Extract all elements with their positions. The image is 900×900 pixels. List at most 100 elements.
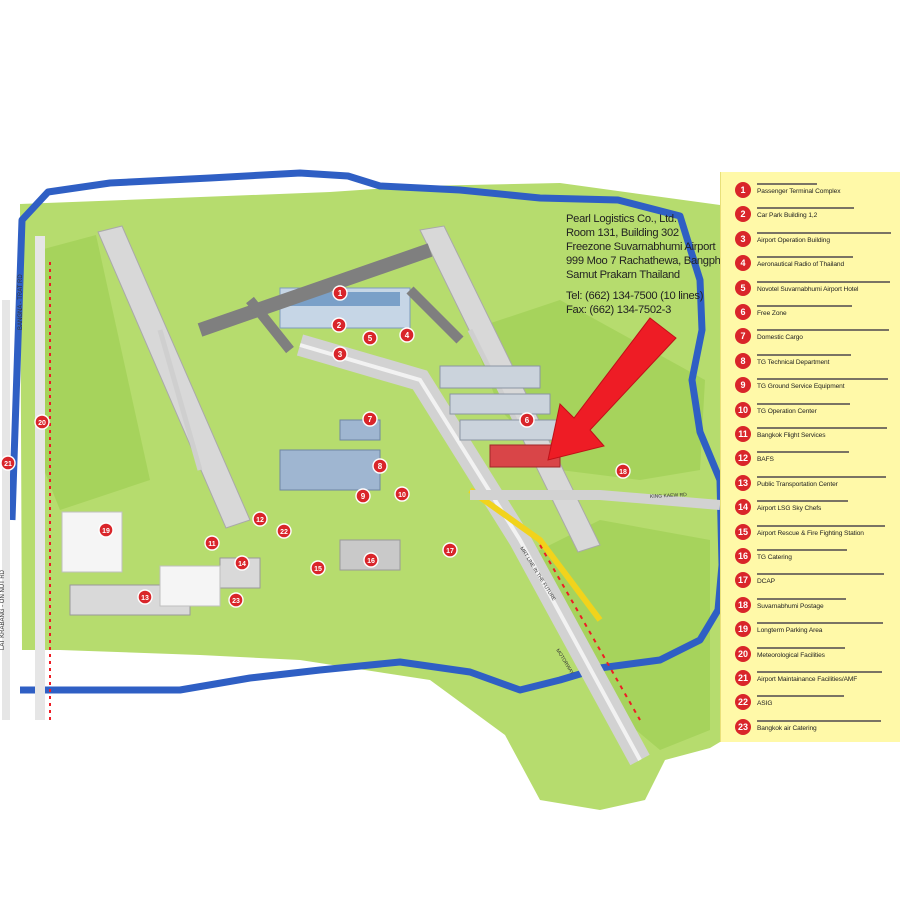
legend-english-label: Airport Operation Building [757, 236, 830, 244]
legend-number-badge: 10 [735, 401, 751, 418]
map-marker: 23 [228, 592, 244, 608]
map-marker-number: 7 [368, 415, 373, 424]
legend-number-badge: 15 [735, 523, 751, 540]
map-marker-circle [137, 589, 153, 605]
map-marker: 21 [0, 455, 16, 471]
map-marker: 14 [234, 555, 250, 571]
map-marker-circle [204, 535, 220, 551]
map-marker-circle [332, 346, 348, 362]
map-marker-number: 1 [338, 289, 343, 298]
map-marker: 11 [204, 535, 220, 551]
legend-thai-text-line [757, 229, 899, 237]
legend-thai-text-line [757, 717, 899, 725]
map-marker-number: 18 [619, 469, 627, 476]
map-marker-circle [399, 327, 415, 343]
legend-item: 15 Airport Rescue & Fire Fighting Station [735, 522, 899, 542]
legend-number-badge: 18 [735, 596, 751, 613]
map-marker-number: 21 [4, 461, 12, 468]
legend-number-badge: 14 [735, 499, 751, 516]
legend-number-badge: 22 [735, 694, 751, 711]
road-label-kingkaew: KING KAEW RD [650, 492, 688, 500]
airport-boundary [8, 169, 726, 694]
map-marker: 22 [276, 523, 292, 539]
legend-english-label: BAFS [757, 456, 774, 464]
spacer [566, 282, 726, 289]
legend-number-badge: 19 [735, 621, 751, 638]
legend-number-badge: 6 [735, 304, 751, 320]
map-marker-circle [362, 330, 378, 346]
legend-english-label: Longterm Parking Area [757, 627, 823, 635]
map-marker-circle [34, 414, 50, 430]
map-marker: 19 [98, 522, 114, 538]
map-marker-number: 13 [141, 595, 149, 602]
map-marker-circle [519, 412, 535, 428]
legend-number-badge: 20 [735, 645, 751, 662]
company-name: Pearl Logistics Co., Ltd. [566, 213, 677, 225]
legend-english-label: Bangkok Flight Services [757, 432, 826, 439]
map-marker-circle [363, 552, 379, 568]
map-marker: 20 [34, 414, 50, 430]
legend-english-label: Airport LSG Sky Chefs [757, 505, 822, 513]
legend-number-badge: 8 [735, 352, 751, 369]
legend-english-label: Free Zone [757, 310, 787, 317]
legend-english-label: Novotel Suvarnabhumi Airport Hotel [757, 285, 859, 293]
field-west [40, 235, 150, 510]
legend-thai-text-line [757, 473, 899, 481]
map-marker-number: 3 [338, 350, 343, 359]
map-marker: 17 [442, 542, 458, 558]
map-marker-number: 10 [398, 492, 406, 499]
motorway-centerline [299, 343, 642, 761]
map-marker-circle [310, 560, 326, 576]
legend-thai-text-line [757, 424, 899, 432]
legend-english-label: DCAP [757, 578, 775, 586]
legend-number-badge: 13 [735, 474, 751, 491]
map-marker: 16 [363, 552, 379, 568]
map-marker: 18 [615, 463, 631, 479]
map-marker-circle [252, 511, 268, 527]
map-marker: 6 [519, 412, 535, 428]
legend-english-label: Airport Rescue & Fire Fighting Station [757, 529, 864, 537]
mrt-line [468, 487, 603, 622]
legend-english-label: Suvarnabhumi Postage [757, 602, 824, 610]
legend-thai-text-line [757, 595, 899, 603]
legend-english-label: ASIG [757, 700, 773, 708]
map-marker-number: 2 [337, 321, 342, 330]
map-marker: 3 [332, 346, 348, 362]
legend-number-badge: 4 [735, 255, 751, 272]
map-marker-circle [228, 592, 244, 608]
map-marker-number: 19 [102, 528, 110, 535]
legend-number-badge: 7 [735, 328, 751, 345]
map-marker-number: 12 [256, 517, 264, 524]
company-province: Samut Prakarn Thailand [566, 269, 680, 281]
freezone-buildings [439, 365, 561, 468]
legend-number-badge: 1 [735, 182, 751, 198]
map-marker: 7 [362, 411, 378, 427]
map-marker-number: 5 [368, 334, 373, 343]
legend-item: 18 Suvarnabhumi Postage [735, 595, 899, 615]
legend-english-label: TG Operation Center [757, 407, 817, 415]
legend-number-badge: 23 [735, 718, 751, 735]
legend-item: 8 TG Technical Department [735, 351, 899, 371]
legend-thai-text-line [757, 644, 899, 652]
map-marker: 8 [372, 458, 388, 474]
location-pointer-arrow [547, 317, 677, 461]
map-marker-circle [615, 463, 631, 479]
map-marker: 10 [394, 486, 410, 502]
legend-english-label: Domestic Cargo [757, 334, 803, 342]
map-marker: 4 [399, 327, 415, 343]
map-marker-number: 14 [238, 561, 246, 568]
legend-thai-text-line [757, 302, 899, 310]
legend-english-label: Meteorological Facilities [757, 651, 825, 659]
legend-english-label: TG Technical Department [757, 358, 830, 366]
map-marker-number: 11 [208, 541, 216, 548]
map-marker-number: 17 [446, 548, 454, 555]
map-marker: 9 [355, 488, 371, 504]
map-marker-circle [276, 523, 292, 539]
